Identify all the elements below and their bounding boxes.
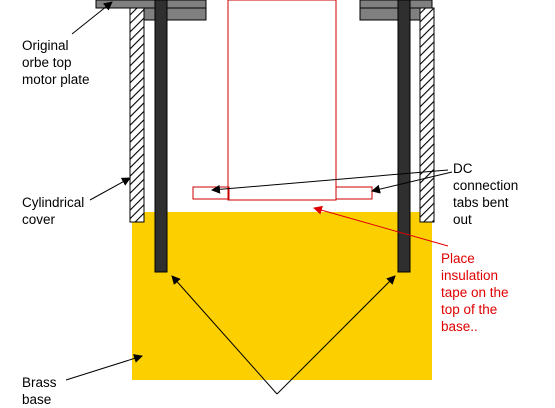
dc-tab-right — [335, 186, 373, 200]
label-insulation-line1: Place — [441, 251, 475, 266]
motor-plate-right-step — [359, 7, 423, 21]
label-motor-plate-line1: Original — [22, 38, 69, 53]
label-dc-tabs-line3: tabs bent — [453, 195, 509, 210]
label-dc-tabs: DC connection tabs bent out — [453, 160, 518, 228]
label-cover: Cylindrical cover — [22, 194, 84, 228]
motor-plate-left-step — [143, 7, 207, 21]
label-insulation-line4: top of the — [441, 302, 498, 317]
arrow-dc-tab-right — [371, 171, 453, 194]
label-motor-plate-line2: orbe top — [22, 55, 72, 70]
arrow-cover — [89, 177, 131, 201]
arrow-dc-tab-left — [211, 169, 449, 194]
arrow-brass-base — [65, 354, 143, 381]
motor-plate-right — [359, 0, 433, 9]
label-insulation-line3: tape on the — [441, 285, 509, 300]
label-insulation-line2: insulation — [441, 268, 499, 283]
rod-left — [154, 0, 168, 273]
cover-wall-right — [419, 7, 435, 223]
label-motor-plate: Original orbe top motor plate — [22, 37, 90, 88]
dc-tab-left — [192, 186, 230, 200]
label-brass-base-line1: Brass — [22, 375, 57, 390]
arrow-rod-right — [276, 275, 396, 395]
motor-plate-left — [95, 0, 207, 9]
rod-right — [397, 0, 411, 273]
arrow-insulation — [313, 205, 449, 247]
motor-body-outline — [227, 0, 337, 201]
label-dc-tabs-line2: connection — [453, 178, 519, 193]
arrow-rod-left — [171, 275, 278, 395]
arrow-motor-plate — [71, 1, 113, 35]
label-cover-line2: cover — [22, 212, 56, 227]
label-dc-tabs-line1: DC — [453, 161, 473, 176]
label-dc-tabs-line4: out — [453, 212, 472, 227]
cover-wall-left — [129, 7, 145, 223]
label-brass-base: Brass base — [22, 374, 57, 408]
label-insulation-line5: base.. — [441, 319, 478, 334]
brass-base — [132, 212, 432, 380]
label-cover-line1: Cylindrical — [22, 195, 85, 210]
label-insulation: Place insulation tape on the top of the … — [441, 250, 509, 335]
label-motor-plate-line3: motor plate — [22, 72, 90, 87]
